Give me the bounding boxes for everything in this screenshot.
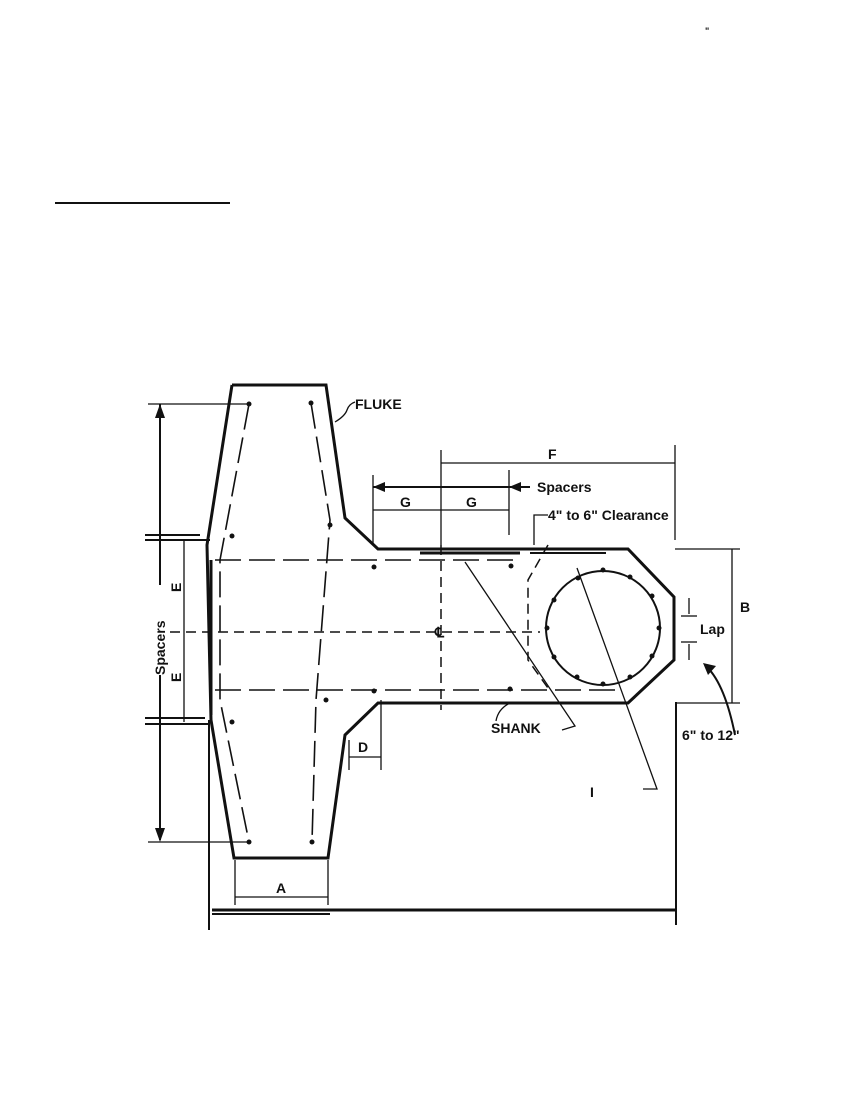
stray-mark: " [705, 26, 709, 36]
ring-dots [229, 400, 662, 845]
label-lap: Lap [700, 621, 725, 637]
shank-leader [495, 702, 511, 722]
fluke-leader [334, 401, 356, 423]
label-mask [150, 585, 170, 675]
leader-line-1 [464, 561, 577, 731]
arrow-icon [703, 663, 716, 675]
label-lap-range: 6" to 12" [682, 727, 740, 743]
arrow-icon [373, 482, 385, 492]
lap-range-leader [706, 666, 736, 736]
label-fluke: FLUKE [355, 396, 402, 412]
label-a: A [276, 880, 286, 896]
centerline-symbol: ℄ [434, 624, 445, 640]
label-spacers-top: Spacers [537, 479, 592, 495]
clearance-leader [533, 514, 548, 545]
label-e2: E [168, 673, 184, 682]
label-g2: G [466, 494, 477, 510]
arrow-icon [155, 828, 165, 842]
fluke-rebar-left [219, 403, 250, 843]
ring-rebar [545, 570, 661, 686]
label-spacers-left: Spacers [152, 620, 168, 675]
lap-hook-dashed [527, 544, 549, 689]
label-shank: SHANK [491, 720, 541, 736]
arrow-icon [509, 482, 521, 492]
leader-line-2 [576, 567, 658, 790]
anchor-outline [205, 383, 676, 860]
label-clearance: 4" to 6" Clearance [548, 507, 669, 523]
label-d: D [358, 739, 368, 755]
label-i: I [590, 784, 594, 800]
label-f: F [548, 446, 557, 462]
fluke-rebar-right [310, 402, 331, 843]
label-e1: E [168, 583, 184, 592]
label-g1: G [400, 494, 411, 510]
label-b: B [740, 599, 750, 615]
arrow-icon [155, 404, 165, 418]
